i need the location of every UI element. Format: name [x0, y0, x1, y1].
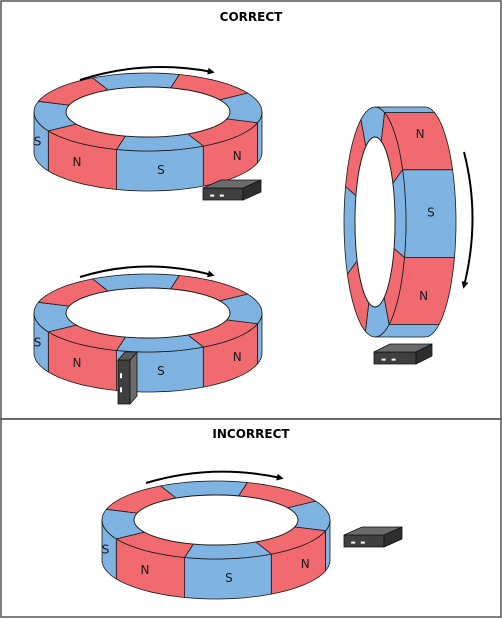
rotation-arrow-icon [145, 470, 284, 484]
sensor-chip-icon [117, 350, 138, 406]
rotation-arrow-icon [461, 151, 474, 289]
south-pole-label: S [157, 163, 165, 177]
ring-hole [354, 136, 396, 308]
south-pole-label: S [427, 206, 435, 220]
sensor-chip-icon [343, 526, 403, 548]
south-pole-label: S [34, 335, 42, 349]
north-pole-label: N [73, 356, 82, 370]
horizontal-magnet-ring-top-sensor: N S N S [33, 72, 263, 192]
north-pole-label: N [416, 127, 425, 141]
south-pole-label: S [34, 134, 42, 148]
vertical-magnet-ring: N N S [343, 106, 457, 338]
sensor-chip-icon [373, 343, 433, 365]
rotation-arrow-icon [79, 265, 215, 278]
sensors-and-arrows [79, 66, 474, 548]
sensor-chip-icon [202, 179, 262, 201]
ring-hole [133, 494, 299, 546]
north-pole-label: N [141, 563, 150, 577]
incorrect-title: INCORRECT [212, 427, 290, 441]
incorrect-panel [0, 418, 502, 618]
south-pole-label: S [157, 364, 165, 378]
north-pole-label: N [233, 149, 242, 163]
south-pole-label: S [225, 571, 233, 585]
rotation-arrow-icon [79, 66, 215, 81]
correct-title: CORRECT [220, 10, 283, 24]
north-pole-label: N [73, 155, 82, 169]
north-pole-label: N [301, 557, 310, 571]
ring-hole [65, 86, 231, 138]
south-pole-label: S [102, 542, 110, 556]
ring-hole [65, 287, 231, 339]
horizontal-magnet-ring-offset-sensor: N S N S [101, 480, 331, 600]
north-pole-label: N [233, 350, 242, 364]
north-pole-label: N [419, 289, 428, 303]
horizontal-magnet-ring-side-sensor: N S N S [33, 273, 263, 393]
